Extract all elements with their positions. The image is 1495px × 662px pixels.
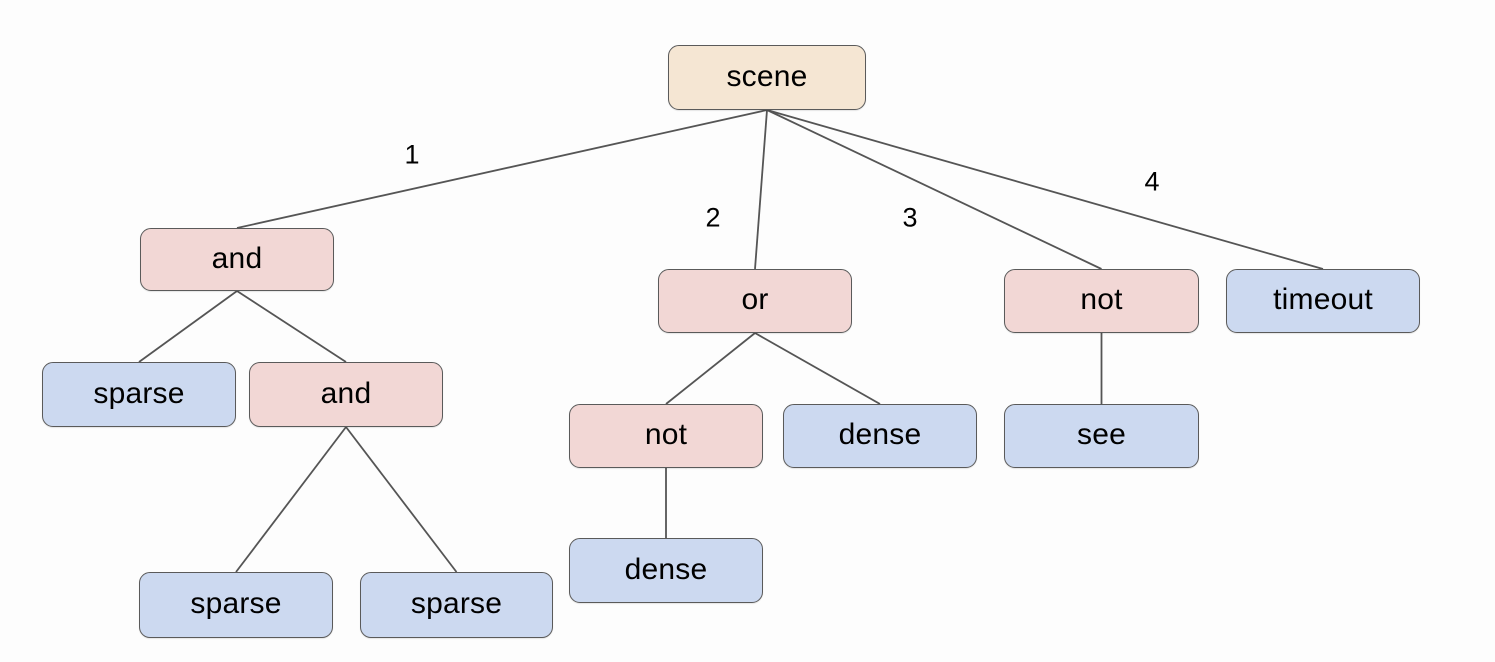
tree-node-dense1[interactable]: dense <box>783 404 977 468</box>
edge-label-4: 4 <box>1144 166 1160 197</box>
tree-edge-and2-to-sparse2 <box>235 426 347 573</box>
tree-node-and1[interactable]: and <box>140 228 334 291</box>
tree-node-label: and <box>211 241 263 275</box>
tree-edge-or1-to-dense1 <box>754 332 881 405</box>
tree-node-label: not <box>1080 283 1123 316</box>
tree-node-label: dense <box>624 552 708 586</box>
edge-label-1: 1 <box>404 139 420 170</box>
tree-node-label: sparse <box>190 587 282 620</box>
tree-node-label: sparse <box>93 376 185 410</box>
tree-node-dense2[interactable]: dense <box>569 538 763 603</box>
tree-node-sparse1[interactable]: sparse <box>42 362 236 427</box>
tree-edge-scene-to-not1 <box>766 109 1102 270</box>
tree-edge-scene-to-or1 <box>754 109 768 270</box>
tree-edge-and2-to-sparse3 <box>345 426 458 573</box>
tree-node-sparse3[interactable]: sparse <box>360 572 553 638</box>
tree-node-label: scene <box>726 59 808 93</box>
tree-node-label: dense <box>838 418 922 451</box>
tree-node-see1[interactable]: see <box>1004 404 1199 468</box>
tree-node-label: see <box>1077 418 1126 451</box>
tree-edge-or1-to-not2 <box>665 332 756 405</box>
tree-node-label: and <box>320 376 372 410</box>
tree-edge-and1-to-sparse1 <box>138 290 238 363</box>
tree-node-label: not <box>644 418 688 451</box>
tree-node-label: or <box>741 283 769 316</box>
tree-node-not2[interactable]: not <box>569 404 763 468</box>
tree-node-timeout1[interactable]: timeout <box>1226 269 1420 333</box>
tree-node-not1[interactable]: not <box>1004 269 1199 333</box>
tree-node-sparse2[interactable]: sparse <box>139 572 333 638</box>
tree-edge-scene-to-and1 <box>236 109 768 229</box>
tree-node-or1[interactable]: or <box>658 269 852 333</box>
tree-node-label: sparse <box>410 587 503 620</box>
tree-node-label: timeout <box>1273 283 1373 316</box>
tree-node-scene[interactable]: scene <box>668 45 866 110</box>
tree-edge-scene-to-timeout1 <box>766 109 1324 270</box>
edge-label-3: 3 <box>902 202 918 233</box>
tree-edge-and1-to-and2 <box>236 290 347 363</box>
tree-node-and2[interactable]: and <box>249 362 443 427</box>
edge-label-2: 2 <box>705 202 721 233</box>
